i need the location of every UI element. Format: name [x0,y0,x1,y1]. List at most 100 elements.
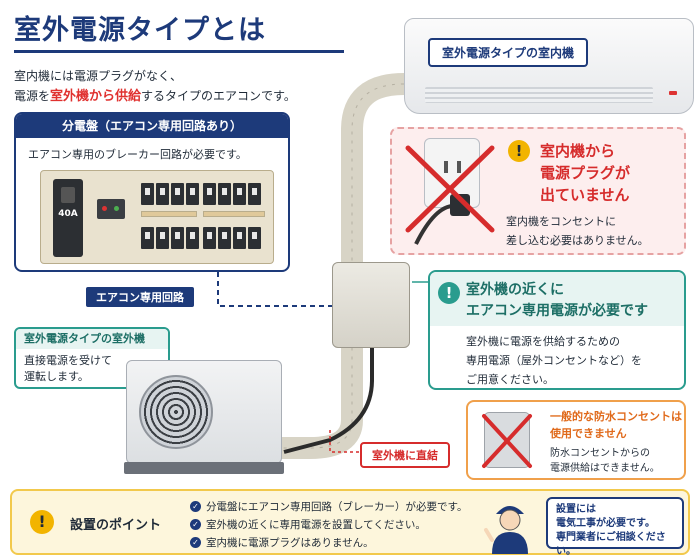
no-plug-text-line: 室内機をコンセントに [506,215,616,228]
branch-breaker [156,227,169,249]
branch-breaker [186,227,199,249]
busbar-left [141,211,197,217]
outdoor-unit-illustration [126,360,282,464]
branch-breaker [141,227,154,249]
panel-heading: 分電盤（エアコン専用回路あり） [16,114,288,138]
outdoor-unit-base [124,462,284,474]
waterproof-text-line: 電源供給はできません。 [550,463,660,474]
outdoor-unit-heading: 室外電源タイプの室外機 [16,329,168,349]
no-plug-title-line: 電源プラグが [540,164,631,182]
plug-cross-icon [405,145,495,245]
caution-icon: ! [30,510,54,534]
waterproof-title-line: 一般的な防水コンセントは [550,410,682,423]
waterproof-cross-icon [482,414,532,468]
elcb-indicator-green [114,206,119,211]
direct-pointer [329,430,360,453]
contact-note-line: 設置には [556,504,596,515]
busbar-right [203,211,265,217]
dedicated-circuit-line [217,272,332,307]
dedicated-power-title-line: エアコン専用電源が必要です [466,303,648,319]
dedicated-power-title: 室外機の近くに エアコン専用電源が必要です [466,280,648,322]
outdoor-unit-text-line: 運転します。 [24,370,89,383]
branch-breaker [171,183,184,205]
power-cable [283,348,374,454]
dedicated-circuit-tag: エアコン専用回路 [86,287,194,307]
dedicated-power-text-line: ご用意ください。 [466,373,554,386]
point-text: 室外機の近くに専用電源を設置してください。 [206,519,426,531]
no-plug-title-line: 出ていません [540,186,630,204]
installation-points-heading: 設置のポイント [70,518,162,533]
outdoor-unit-text-line: 直接電源を受けて [24,354,112,367]
branch-breaker [233,183,246,205]
page-title: 室外電源タイプとは [14,15,266,46]
direct-connect-tag: 室外機に直結 [360,442,450,468]
check-icon: ✓ [190,501,201,512]
outlet-slot-right [457,161,461,173]
outdoor-unit-label-box: 室外電源タイプの室外機 直接電源を受けて 運転します。 [14,327,170,389]
waterproof-title: 一般的な防水コンセントは 使用できません [550,408,682,442]
dedicated-power-text: 室外機に電源を供給するための 専用電源（屋外コンセントなど）を ご用意ください。 [466,332,642,389]
branch-breakers-top-left [141,183,199,205]
contact-note-line: 電気工事が必要です。 [556,518,655,529]
branch-breakers-bottom-right [203,227,261,249]
branch-breaker [248,183,261,205]
dedicated-power-text-line: 専用電源（屋外コンセントなど）を [466,354,642,367]
contact-note-line: 専門業者にご相談ください。 [556,532,666,557]
list-item: ✓ 室外機の近くに専用電源を設置してください。 [190,516,467,534]
indoor-unit-louver [425,87,653,103]
breaker-board: 40A [40,170,274,264]
list-item: ✓ 室内機に電源プラグはありません。 [190,534,467,552]
distribution-panel-box: 分電盤（エアコン専用回路あり） エアコン専用のブレーカー回路が必要です。 40A [14,112,290,272]
warning-icon: ! [508,140,530,162]
dedicated-power-title-line: 室外機の近くに [466,282,564,298]
indoor-unit-led [669,91,677,95]
intro-text: 室内機には電源プラグがなく、 電源を室外機から供給するタイプのエアコンです。 [14,66,296,107]
outlet-slot-left [444,161,448,173]
installation-points-list: ✓ 分電盤にエアコン専用回路（ブレーカー）が必要です。 ✓ 室外機の近くに専用電源を… [190,498,467,552]
no-plug-text-line: 差し込む必要はありません。 [506,234,649,247]
indoor-unit-label: 室外電源タイプの室内機 [428,38,589,67]
title-underline [14,50,344,53]
point-text: 室内機に電源プラグはありません。 [206,537,374,549]
main-breaker-switch [61,187,75,203]
worker-icon [484,506,528,554]
branch-breaker [156,183,169,205]
intro-line-2: 電源を室外機から供給するタイプのエアコンです。 [14,86,296,107]
fan-grille [139,375,213,449]
branch-breakers-bottom-left [141,227,199,249]
info-icon: ! [438,282,460,304]
branch-breakers-top-right [203,183,261,205]
point-text: 分電盤にエアコン専用回路（ブレーカー）が必要です。 [206,501,468,513]
main-breaker-label: 40A [58,209,78,219]
branch-breaker [218,183,231,205]
branch-breaker [171,227,184,249]
elcb-indicator-red [102,206,107,211]
refrigerant-duct [271,73,415,459]
waterproof-text-line: 防水コンセントからの [550,448,650,459]
branch-breaker [233,227,246,249]
waterproof-title-line: 使用できません [550,427,627,440]
branch-breaker [141,183,154,205]
intro-highlight: 室外機から供給 [50,89,142,104]
branch-breaker [248,227,261,249]
dedicated-power-text-line: 室外機に電源を供給するための [466,335,620,348]
contact-note: 設置には 電気工事が必要です。 専門業者にご相談ください。 [546,497,684,557]
branch-breaker [203,227,216,249]
check-icon: ✓ [190,537,201,548]
intro-line-2-post: するタイプのエアコンです。 [141,89,296,103]
no-plug-text: 室内機をコンセントに 差し込む必要はありません。 [506,212,649,250]
leakage-breaker [97,199,125,219]
check-icon: ✓ [190,519,201,530]
waterproof-text: 防水コンセントからの 電源供給はできません。 [550,446,660,476]
no-plug-title-line: 室内機から [540,142,616,160]
intro-line-1: 室内機には電源プラグがなく、 [14,69,183,83]
branch-breaker [186,183,199,205]
intro-line-2-pre: 電源を [14,89,51,103]
branch-breaker [218,227,231,249]
outdoor-unit-text: 直接電源を受けて 運転します。 [16,349,168,387]
branch-breaker [203,183,216,205]
no-plug-title: 室内機から 電源プラグが 出ていません [540,140,630,206]
dedicated-power-header [430,272,684,326]
junction-box-illustration [332,262,410,348]
